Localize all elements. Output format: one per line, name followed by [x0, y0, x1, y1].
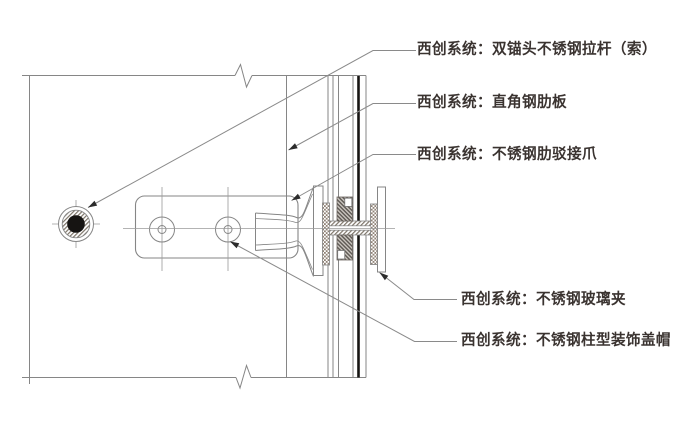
leader-glass-clamp: [379, 272, 457, 300]
bolt-cap-right: [215, 216, 241, 243]
clamp-middle-web: [329, 220, 371, 236]
bracket-plate: [134, 187, 299, 271]
leader-decor-cap: [229, 241, 457, 342]
leader-rib-plate: [288, 103, 416, 151]
annotation-rib-plate: 西创系统：直角钢肋板: [417, 93, 567, 111]
clamp-bolt-top: [336, 196, 353, 222]
leader-lines: [87, 50, 457, 342]
leader-anchor-rod: [87, 50, 416, 208]
annotation-glass-clamp: 西创系统：不锈钢玻璃夹: [461, 290, 626, 308]
bolt-cap-left: [149, 216, 175, 243]
annotation-spider-claw: 西创系统：不锈钢肋驳接爪: [417, 145, 597, 163]
anchor-rod-section: [52, 200, 100, 248]
annotation-decor-cap: 西创系统：不锈钢柱型装饰盖帽: [461, 331, 671, 349]
glass-clamp: [322, 186, 386, 273]
clamp-bolt-bottom: [336, 234, 353, 261]
leader-spider-claw: [291, 154, 416, 201]
spider-claw: [255, 185, 324, 277]
annotation-anchor-rod: 西创系统：双锚头不锈钢拉杆（索）: [417, 40, 657, 58]
frame-break-lines: [22, 63, 366, 390]
